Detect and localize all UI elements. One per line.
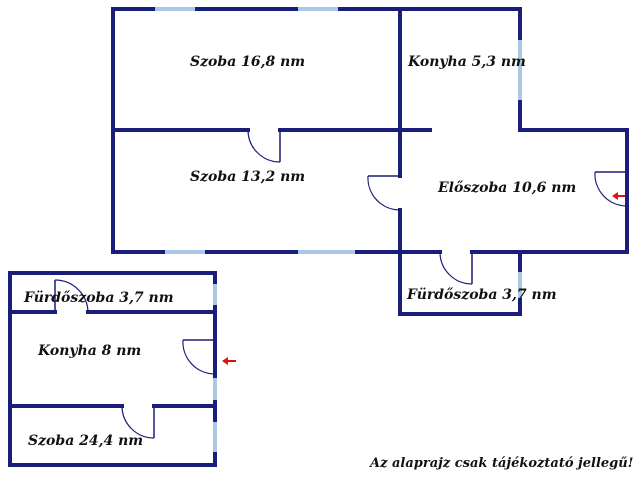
lower-door-room: [121, 405, 155, 439]
upper-room-label-szoba-2: Szoba 13,2 nm: [190, 169, 305, 185]
upper-room-label-furdoszoba: Fürdőszoba 3,7 nm: [406, 287, 557, 303]
upper-room-label-konyha: Konyha 5,3 nm: [407, 54, 526, 70]
lower-room-label-szoba: Szoba 24,4 nm: [28, 433, 143, 449]
upper-room-label-eloszoba: Előszoba 10,6 nm: [437, 180, 576, 196]
lower-room-label-konyha: Konyha 8 nm: [37, 343, 141, 359]
upper-room-label-szoba-1: Szoba 16,8 nm: [190, 54, 305, 70]
upper-door-hall-room: [367, 175, 401, 211]
disclaimer-note: Az alaprajz csak tájékoztató jellegű!: [368, 456, 633, 471]
lower-apartment-plan: Fürdőszoba 3,7 nm Konyha 8 nm Szoba 24,4…: [8, 271, 236, 467]
lower-door-entrance: [182, 339, 216, 375]
lower-door-bath: [54, 279, 89, 313]
lower-room-label-furdoszoba: Fürdőszoba 3,7 nm: [23, 290, 174, 306]
upper-entrance-arrow-icon: [612, 192, 625, 200]
upper-apartment-plan: Szoba 16,8 nm Szoba 13,2 nm Konyha 5,3 n…: [111, 7, 629, 316]
upper-door-entrance: [594, 171, 628, 207]
lower-entrance-arrow-icon: [222, 357, 236, 365]
lower-outer-wall: [8, 271, 217, 467]
upper-door-bath: [439, 251, 473, 285]
upper-door-rooms: [247, 129, 281, 163]
